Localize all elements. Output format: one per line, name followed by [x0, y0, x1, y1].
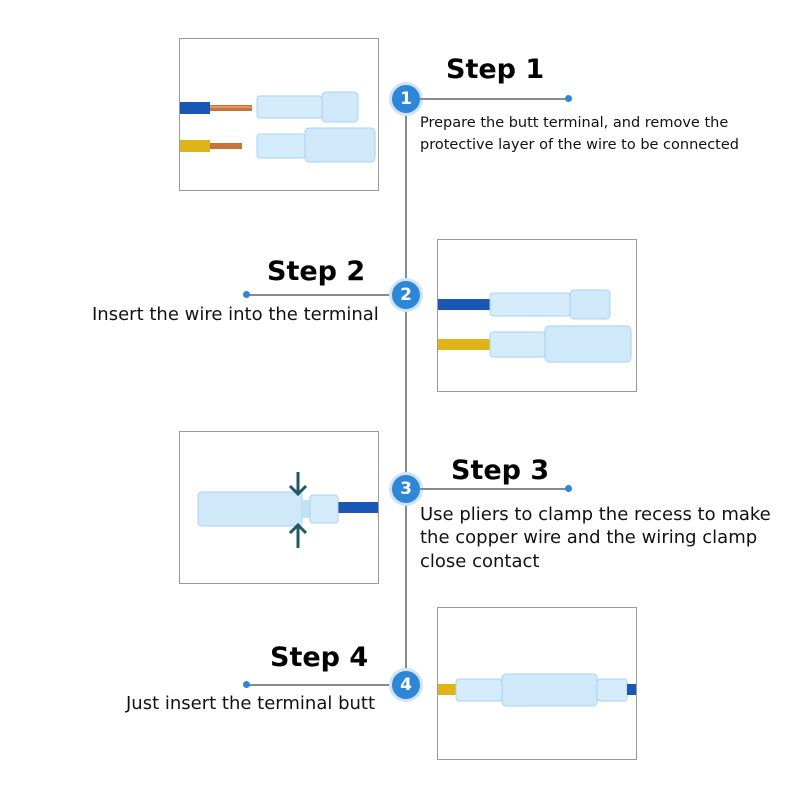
step-3-image [179, 431, 379, 584]
step-3-title: Step 3 [451, 455, 550, 486]
step-1-number: 1 [400, 89, 412, 109]
step-4-title: Step 4 [270, 642, 369, 673]
step-2-description: Insert the wire into the terminal [92, 304, 379, 325]
step-3-badge: 3 [389, 472, 423, 506]
step-4-badge: 4 [389, 668, 423, 702]
step-1-description: Prepare the butt terminal, and remove th… [420, 115, 739, 153]
step-2-badge: 2 [389, 278, 423, 312]
timeline-line [405, 96, 407, 684]
step-4-description: Just insert the terminal butt [126, 693, 376, 714]
step-4-number: 4 [400, 675, 412, 695]
step-1-image [179, 38, 379, 191]
step-3-connector [420, 488, 568, 490]
step-4-connector [246, 684, 392, 686]
step-2-connector [246, 294, 392, 296]
step-2-number: 2 [400, 285, 412, 305]
step-1-title: Step 1 [446, 54, 545, 85]
step-1-badge: 1 [389, 82, 423, 116]
step-1-dot [565, 95, 572, 102]
step-1-connector [420, 98, 568, 100]
step-4-image [437, 607, 637, 760]
step-3-number: 3 [400, 479, 412, 499]
step-2-dot [243, 291, 250, 298]
step-4-dot [243, 681, 250, 688]
step-3-description: Use pliers to clamp the recess to make t… [420, 504, 771, 572]
step-2-title: Step 2 [267, 256, 366, 287]
step-3-dot [565, 485, 572, 492]
step-2-image [437, 239, 637, 392]
